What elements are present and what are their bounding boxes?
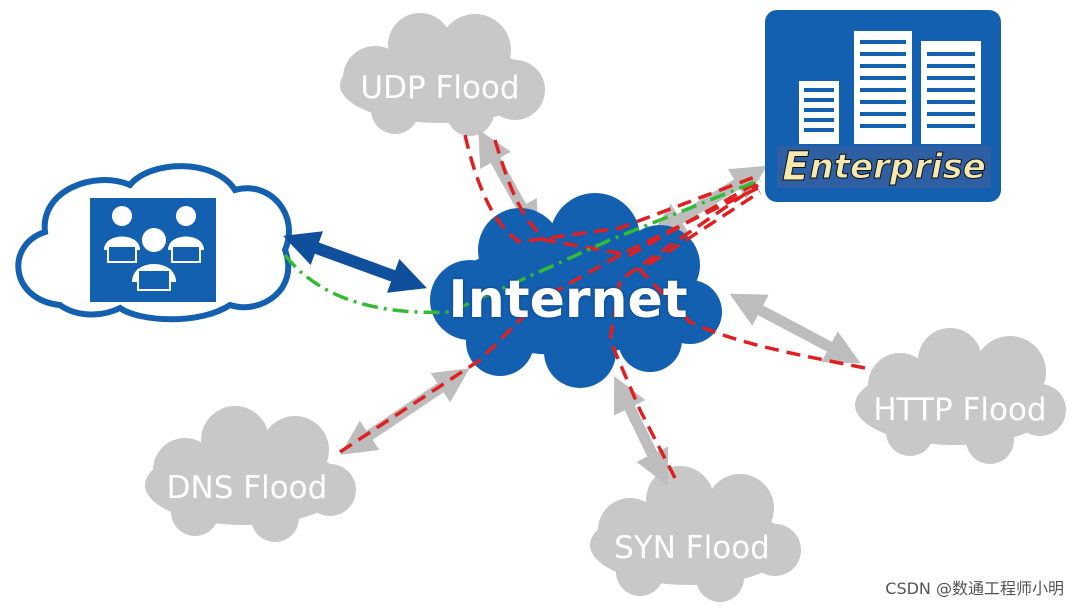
legit-path <box>283 178 761 315</box>
watermark: CSDN @数通工程师小明 <box>885 579 1064 598</box>
enterprise-attack-arrow <box>649 165 768 238</box>
users-icon <box>90 198 216 302</box>
dns-cloud <box>145 406 356 542</box>
http-cloud <box>855 328 1066 464</box>
udp-cloud <box>340 13 545 136</box>
dns-flood-label: DNS Flood <box>166 470 328 506</box>
http-flood-label: HTTP Flood <box>873 392 1047 428</box>
udp-flood-label: UDP Flood <box>360 70 520 106</box>
internet-label: Internet <box>448 270 688 330</box>
legit-arrow <box>283 231 427 293</box>
enterprise-label-rest: nterprise <box>809 147 986 188</box>
http-arrow <box>729 293 861 364</box>
enterprise-label-first: E <box>782 144 810 191</box>
syn-arrow <box>613 376 669 486</box>
attack-paths <box>339 134 866 479</box>
syn-flood-label: SYN Flood <box>614 530 770 566</box>
